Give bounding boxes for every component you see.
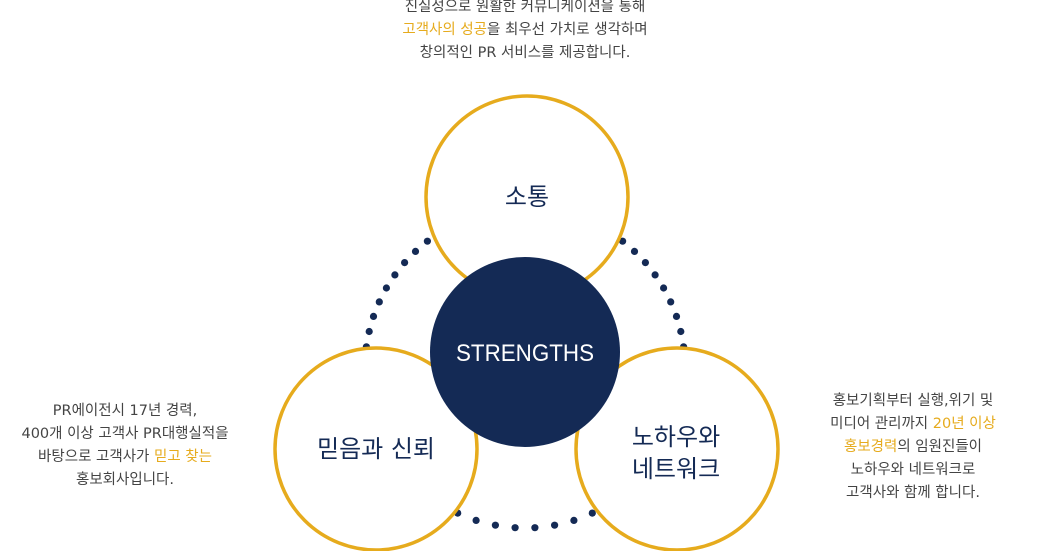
orbit-dot xyxy=(369,312,378,320)
desc-top-highlight: 고객사의 성공 xyxy=(402,22,488,38)
dotted-arc-bottom xyxy=(436,500,614,532)
desc-top-line1: 진실성으로 원활한 커뮤니케이션을 통해 xyxy=(404,0,646,15)
circle-label-knowhow-line1: 노하우와 xyxy=(632,423,720,451)
desc-right-line3: 홍보경력의 임원진들이 xyxy=(788,436,1038,459)
desc-left-highlight: 믿고 찾는 xyxy=(153,449,212,465)
orbit-dot xyxy=(588,509,596,517)
desc-right-line2: 미디어 관리까지 20년 이상 xyxy=(788,413,1038,436)
orbit-dot xyxy=(672,312,681,320)
desc-left-line3: 바탕으로 고객사가 믿고 찾는 xyxy=(0,446,250,469)
description-knowhow-network: 홍보기획부터 실행,위기 및 미디어 관리까지 20년 이상 홍보경력의 임원진… xyxy=(788,390,1038,505)
orbit-dot xyxy=(677,327,685,336)
desc-right-highlight-years: 20년 이상 xyxy=(932,416,996,432)
desc-right-line4: 노하우와 네트워크로 xyxy=(850,462,976,478)
orbit-dot xyxy=(365,327,373,336)
description-trust: PR에이전시 17년 경력, 400개 이상 고객사 PR대행실적을 바탕으로 … xyxy=(0,400,250,492)
desc-right-line3-rest: 의 임원진들이 xyxy=(897,439,983,455)
center-circle xyxy=(430,257,620,447)
circle-trust xyxy=(273,346,479,551)
desc-top-line2-rest: 을 최우선 가치로 생각하며 xyxy=(487,22,648,38)
circle-label-knowhow-line2: 네트워크 xyxy=(632,455,720,483)
orbit-dot xyxy=(660,284,668,292)
center-label: STRENGTHS xyxy=(456,340,594,367)
orbit-dot xyxy=(531,524,539,532)
description-communication: 진실성으로 원활한 커뮤니케이션을 통해 고객사의 성공을 최우선 가치로 생각… xyxy=(325,0,725,65)
orbit-dot xyxy=(491,521,499,529)
desc-top-line3: 창의적인 PR 서비스를 제공합니다. xyxy=(419,45,631,61)
desc-left-line2: 400개 이상 고객사 PR대행실적을 xyxy=(21,426,229,442)
desc-right-line5: 고객사와 함께 합니다. xyxy=(846,485,980,501)
orbit-dot xyxy=(619,237,627,245)
orbit-dot xyxy=(391,271,399,279)
orbit-dot xyxy=(667,298,675,306)
desc-left-line1: PR에이전시 17년 경력, xyxy=(52,403,198,419)
orbit-dot xyxy=(375,298,383,306)
orbit-dot xyxy=(651,271,659,279)
orbit-dot xyxy=(641,259,650,267)
circle-label-communication: 소통 xyxy=(505,183,549,211)
orbit-dot xyxy=(630,247,639,255)
orbit-dot xyxy=(401,259,409,267)
desc-left-line4: 홍보회사입니다. xyxy=(76,472,174,488)
desc-left-line3-prefix: 바탕으로 고객사가 xyxy=(38,449,154,465)
circle-knowhow-network xyxy=(574,346,780,551)
orbit-dot xyxy=(423,237,431,245)
circle-label-trust: 믿음과 신뢰 xyxy=(317,435,435,463)
orbit-dot xyxy=(411,247,420,255)
desc-top-line2: 고객사의 성공을 최우선 가치로 생각하며 xyxy=(325,19,725,42)
orbit-dot xyxy=(472,516,480,525)
orbit-dot xyxy=(570,516,578,525)
desc-right-highlight-career: 홍보경력 xyxy=(843,439,898,455)
orbit-dot xyxy=(511,524,519,532)
orbit-dot xyxy=(551,521,559,529)
orbit-dot xyxy=(382,284,390,292)
desc-right-line1: 홍보기획부터 실행,위기 및 xyxy=(832,393,994,409)
desc-right-line2-prefix: 미디어 관리까지 xyxy=(830,416,933,432)
